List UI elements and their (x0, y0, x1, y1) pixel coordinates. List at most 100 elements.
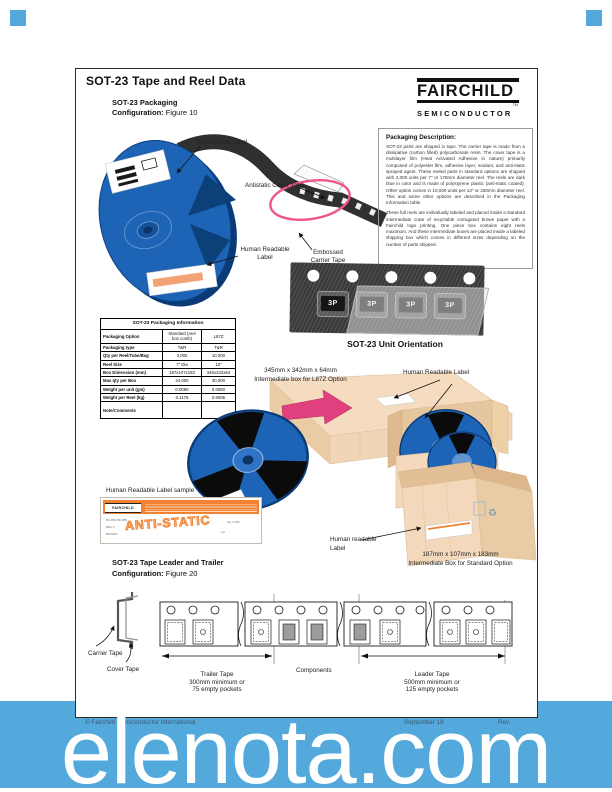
customized-label-callout: Customized Label (197, 139, 248, 146)
front-reel (187, 409, 309, 511)
tape-reel (98, 140, 237, 307)
human-readable-label-callout-2: Human Readable Label (403, 369, 470, 376)
cover-film-overlay (346, 285, 490, 336)
config-figure: Figure 10 (165, 108, 198, 117)
human-readable-label-callout-3: Human readable Label (330, 536, 377, 552)
callout-arrow-carrier (95, 625, 115, 647)
logo-bar-middle (417, 100, 519, 103)
sprocket-hole (385, 270, 398, 284)
callout-arrow-top-label (393, 379, 441, 399)
sprocket-hole (307, 269, 320, 282)
callout-arrow-antistatic (299, 187, 326, 199)
reel-cutout (188, 174, 236, 216)
fairchild-logo: FAIRCHILD SEMICONDUCTORTM (417, 78, 519, 121)
leader-dimension (361, 653, 505, 659)
label-lot: Lot (221, 530, 226, 534)
components-caption: Components (296, 667, 332, 674)
leader-tape-caption: Leader Tape 500mm minimum or 125 empty p… (404, 671, 460, 694)
package-icon (473, 501, 486, 516)
packaging-info-table: SOT-23 Packaging Information Packaging O… (100, 317, 236, 420)
component-chip (310, 623, 324, 641)
l87z-box-caption: 345mm x 342mm x 64mm Intermediate box fo… (254, 367, 347, 383)
label-orange-band: FAIRCHILD (103, 500, 259, 514)
tape-break-mark (238, 601, 244, 647)
corner-marker-top-left (10, 10, 26, 26)
antistatic-cover-tape-shape (293, 164, 345, 193)
section-heading-leader-trailer: SOT-23 Tape Leader and Trailer (112, 558, 224, 567)
leader-trailer-tape-diagram (95, 592, 513, 664)
sot23-chip: 3P (320, 295, 346, 312)
unit-orientation-caption: SOT-23 Unit Orientation (347, 339, 443, 349)
frame-bottom-patch (75, 701, 538, 718)
tape-segment-trailer (159, 601, 239, 647)
packaging-description-title: Packaging Description: (386, 134, 456, 141)
customized-label-sticker (104, 149, 171, 194)
tape-segment-leader (433, 601, 513, 647)
tape-break-mark (337, 601, 343, 647)
logo-tm: TM (512, 102, 518, 107)
label-caution-text-lines (145, 503, 257, 512)
label-sample-caption: Human Readable Label sample (106, 487, 195, 494)
logo-bar-top (417, 78, 519, 82)
footer-revision: Rev. (498, 719, 511, 726)
label-qty: Qty 3,000 (227, 520, 240, 524)
embossed-carrier-tape-callout: Embossed Carrier Tape (310, 249, 346, 264)
table-title: SOT-23 Packaging Information (100, 317, 236, 331)
carrier-tape-callout: Carrier Tape (88, 650, 123, 657)
trailer-dimension (162, 653, 272, 659)
table-row: Note/Comments (100, 401, 236, 420)
callout-arrow-front-label (424, 383, 453, 419)
tape-segment-components-2 (343, 601, 427, 647)
packaging-description-para1: SOT-23 parts are shipped in tape. The ca… (386, 144, 525, 206)
human-readable-label-sticker (146, 263, 218, 297)
sprocket-hole (346, 270, 359, 283)
corner-marker-top-right (586, 10, 602, 26)
footer-date: September 19 (404, 719, 444, 726)
pink-highlight-ellipse (269, 179, 351, 221)
watermark-text: elenota.com (60, 701, 552, 792)
component-chip (353, 623, 367, 641)
label-rev: REV 3 (106, 525, 115, 529)
anti-static-stamp: ANTI-STATIC (124, 513, 211, 534)
callout-arrow-customized (176, 145, 201, 174)
human-readable-label-callout: Human Readable Label (240, 246, 290, 261)
reel-hub-hole (143, 226, 153, 234)
footer-copyright: © Fairchild Semiconductor International (85, 719, 196, 726)
reel-cutout (190, 224, 230, 270)
human-readable-label-sample: FAIRCHILD BC-856 (BC-8B) REV 3 B32032C Q… (100, 497, 262, 544)
label-fairchild-logo: FAIRCHILD (105, 503, 141, 513)
component-chip (282, 623, 296, 641)
tape-cross-section (95, 592, 139, 663)
packaging-description-box: Packaging Description: SOT-23 parts are … (378, 128, 533, 269)
sprocket-hole (424, 271, 437, 284)
tape-segment-components-1 (244, 601, 338, 647)
callout-arrow-embossed (298, 232, 313, 251)
trailer-tape-caption: Trailer Tape 300mm minimum or 75 empty p… (189, 671, 245, 694)
trailer-config-line: Configuration: Figure 20 (112, 569, 198, 578)
antistatic-cover-tape-callout: Antistatic Cover Tape (245, 182, 305, 189)
intermediate-boxes-figure: ♻ (187, 371, 537, 567)
unit-orientation-tape-strip: 3P 3P 3P 3P (289, 262, 490, 336)
packaging-description-para2: These full reels are individually labele… (386, 210, 525, 247)
tape-component-windows (299, 187, 377, 217)
cover-tape-callout: Cover Tape (107, 666, 140, 673)
standard-intermediate-box: ♻ (397, 431, 537, 567)
reel-and-tape-figure (98, 134, 388, 307)
tape-break-mark (426, 601, 432, 647)
logo-brand-text: FAIRCHILD (417, 82, 514, 100)
packaging-config-line: Configuration: Figure 10 (112, 108, 197, 117)
recycle-icon: ♻ (488, 508, 497, 519)
callout-arrow-cover (125, 642, 134, 663)
standard-box-caption: 187mm x 107mm x 183mm Intermediate Box f… (408, 551, 513, 567)
pink-direction-arrow (281, 389, 353, 425)
sprocket-hole (463, 272, 476, 285)
config-label: Configuration: (112, 108, 164, 117)
tape-pocket: 3P (316, 290, 350, 318)
section-heading-packaging: SOT-23 Packaging (112, 98, 178, 107)
label-part-number: BC-856 (BC-8B) (106, 518, 128, 522)
label-code: B32032C (106, 532, 119, 536)
